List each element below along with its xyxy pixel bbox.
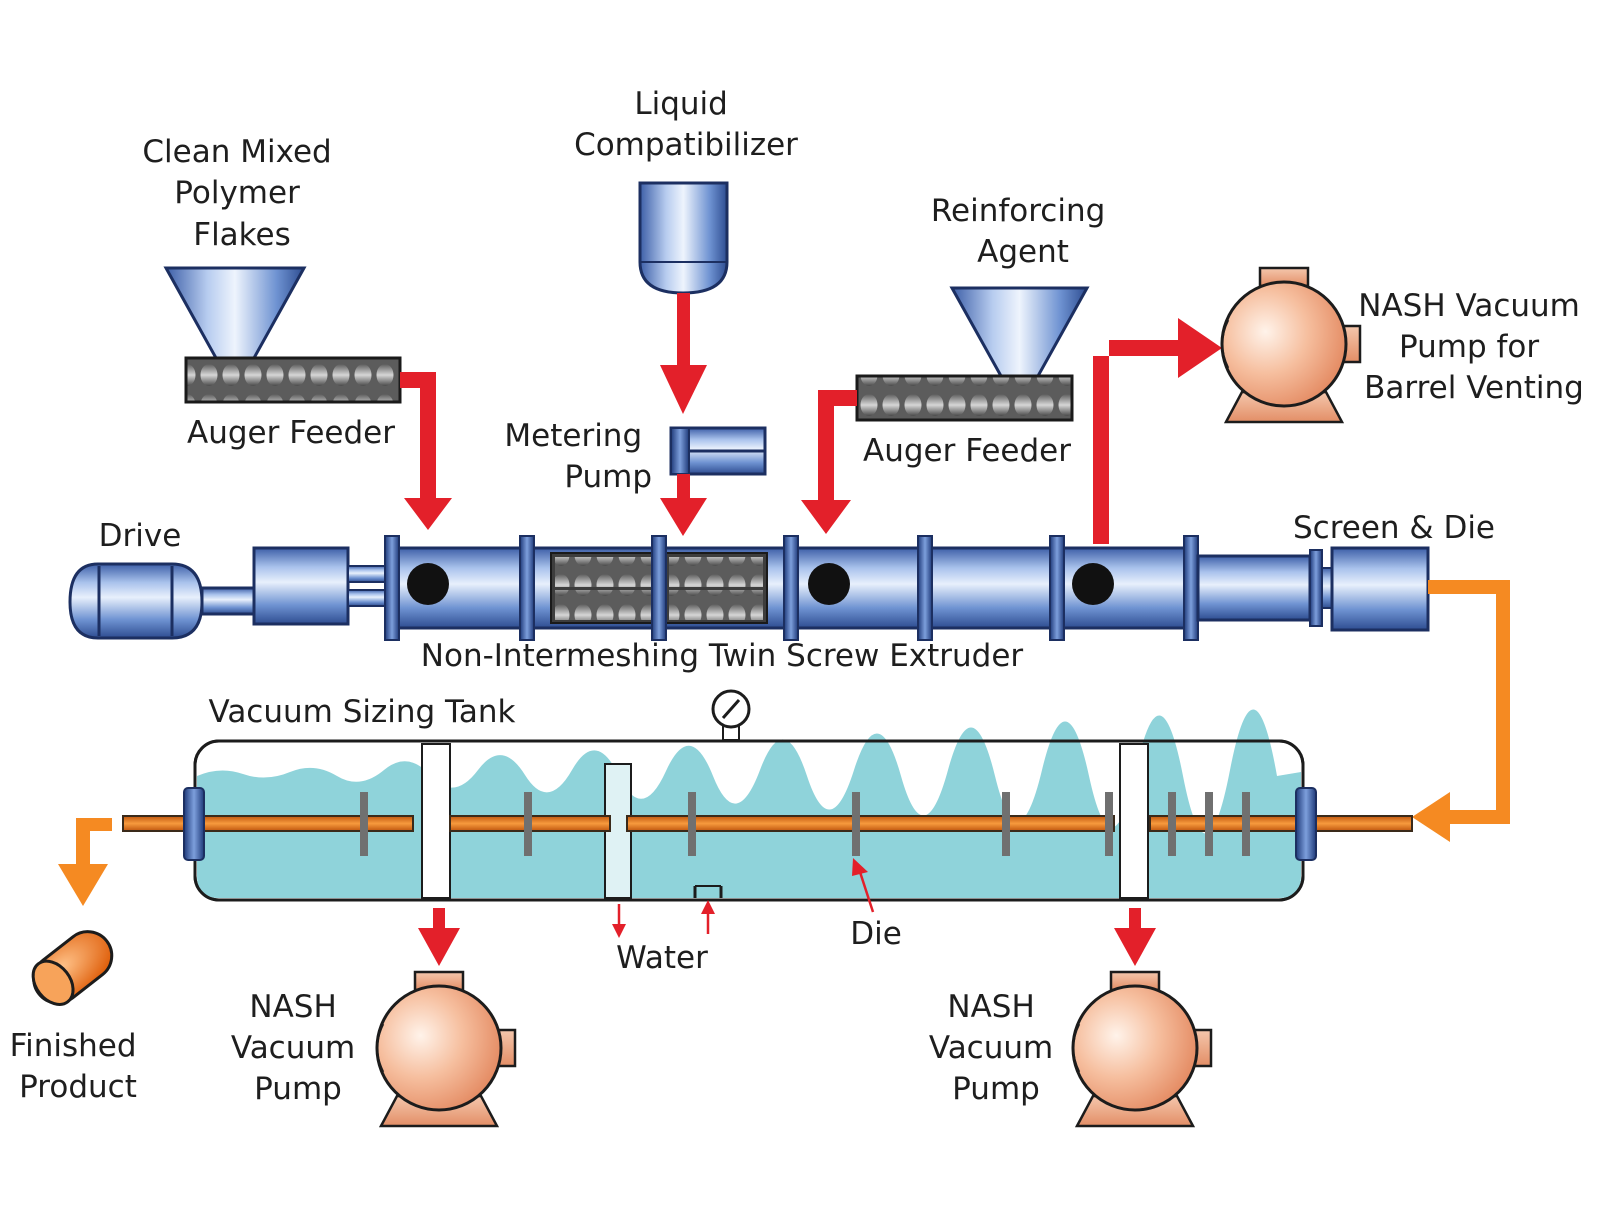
label-extruder: Non-Intermeshing Twin Screw Extruder <box>421 638 1024 674</box>
barrel-flanges <box>384 535 1199 641</box>
label-vacuum-sizing-tank: Vacuum Sizing Tank <box>209 694 516 730</box>
pump-cap <box>1220 319 1230 369</box>
label-reinforcing-agent: Reinforcing Agent <box>931 193 1115 270</box>
label-liquid-compatibilizer: Liquid Compatibilizer <box>574 86 798 163</box>
nash-pump-barrel-venting <box>1220 266 1362 424</box>
drive-motor <box>68 562 256 640</box>
label-screen-and-die: Screen & Die <box>1293 510 1495 546</box>
screen-and-die <box>1196 546 1430 632</box>
label-die: Die <box>850 916 902 952</box>
pump-body <box>1220 280 1348 408</box>
label-nash-pump-left: NASH Vacuum Pump <box>231 989 365 1107</box>
vacuum-lines-bottom <box>418 908 1156 966</box>
product-rod <box>122 815 1413 832</box>
label-water: Water <box>616 940 708 976</box>
pump-cap <box>1071 1023 1081 1073</box>
tank-end-seals <box>183 787 1317 861</box>
pump-body <box>375 984 503 1112</box>
pump-cap <box>375 1023 385 1073</box>
pressure-gauge-icon <box>711 689 751 741</box>
label-auger-feeder-right: Auger Feeder <box>863 433 1071 469</box>
label-clean-mixed-polymer-flakes: Clean Mixed Polymer Flakes <box>142 134 341 253</box>
sizing-dies <box>360 792 1250 856</box>
label-metering-pump: Metering Pump <box>504 418 652 495</box>
auger-feeder-right <box>855 374 1074 422</box>
reinforcing-hopper <box>949 286 1090 378</box>
auger-feeder-left <box>184 356 402 404</box>
extrudate-flow <box>58 580 1510 906</box>
label-nash-barrel-venting: NASH Vacuum Pump for Barrel Venting <box>1358 288 1589 406</box>
metering-pump <box>669 426 767 476</box>
label-finished-product: Finished Product <box>10 1028 147 1105</box>
nash-pump-right <box>1071 970 1213 1128</box>
nash-pump-left <box>375 970 517 1128</box>
bottom-callout-arrows <box>612 858 875 938</box>
gearbox <box>252 546 389 626</box>
compatibilizer-tank <box>638 181 729 295</box>
flow-arrows-top <box>400 293 1222 544</box>
label-auger-feeder-left: Auger Feeder <box>187 415 395 451</box>
polymer-hopper <box>163 266 307 360</box>
pump-body <box>1071 984 1199 1112</box>
label-nash-pump-right: NASH Vacuum Pump <box>929 989 1063 1107</box>
label-drive: Drive <box>99 518 182 554</box>
finished-product-icon <box>31 930 114 1006</box>
